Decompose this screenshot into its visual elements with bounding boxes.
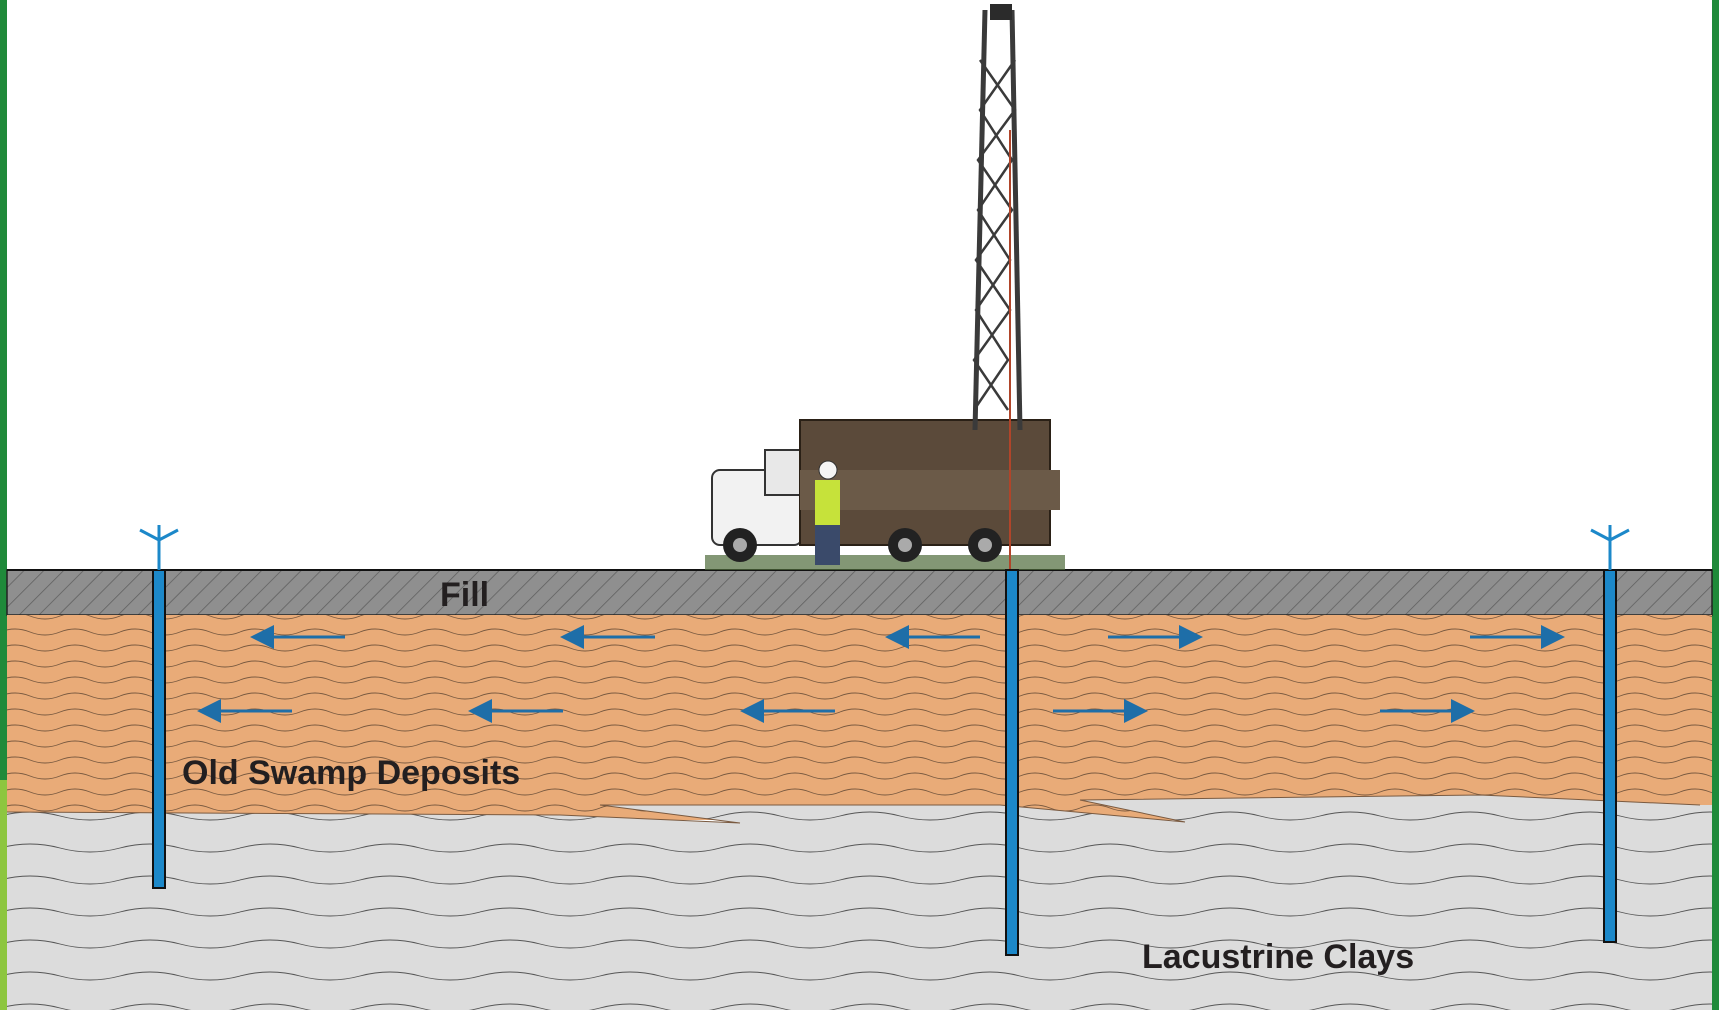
frame-right-accent [1712,0,1719,1010]
flow-arrows-right [1053,625,1565,723]
lacustrine-clays-label: Lacustrine Clays [1142,938,1414,976]
frame-left-accent [0,0,7,1010]
well-right [1590,525,1630,943]
well-center [1005,569,1019,956]
frame-left-accent-lime [0,780,7,1010]
clay-layer [7,795,1712,1010]
fill-layer [6,569,1713,616]
well-left [139,525,179,889]
fill-label: Fill [440,576,489,614]
swamp-deposits-label: Old Swamp Deposits [182,754,520,792]
swamp-deposits-layer [7,615,1712,820]
swamp-clay-boundary [6,794,1701,824]
drill-rig-truck [705,4,1065,570]
flow-arrows-left [197,625,980,723]
